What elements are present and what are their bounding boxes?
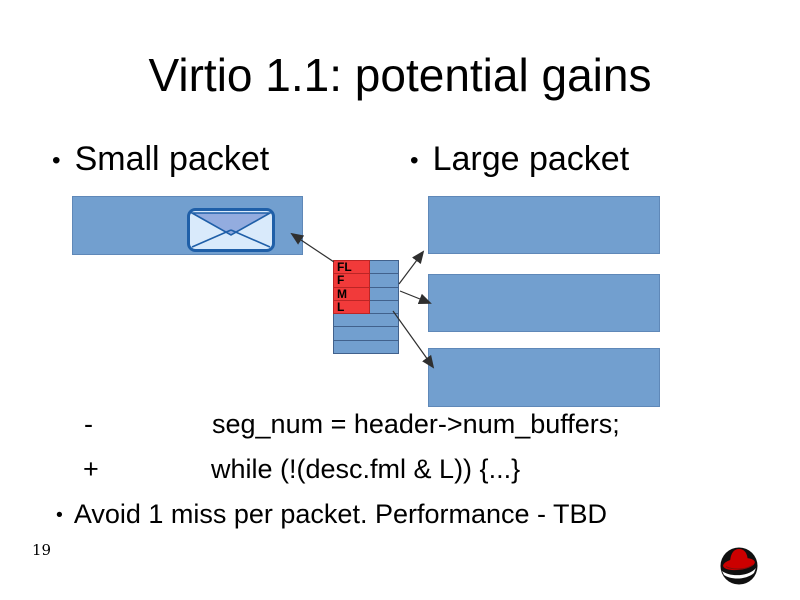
redhat-logo-icon bbox=[720, 547, 758, 589]
flag-row: L bbox=[334, 299, 369, 314]
bullet-conclusion-label: Avoid 1 miss per packet. Performance - T… bbox=[73, 499, 608, 529]
descriptor-row bbox=[334, 339, 398, 353]
diff-minus-sign: - bbox=[84, 409, 93, 439]
large-packet-buffer-box-1 bbox=[428, 196, 660, 254]
bullet-small-packet-label: Small packet bbox=[74, 140, 270, 178]
flag-label-fl: FL bbox=[337, 260, 352, 275]
flag-field-overlay: FL F M L bbox=[333, 260, 370, 314]
flag-row: M bbox=[334, 286, 369, 301]
bullet-large-packet-label: Large packet bbox=[432, 140, 630, 178]
flag-row: F bbox=[334, 273, 369, 286]
page-number: 19 bbox=[32, 541, 52, 559]
bullet-dot-icon: • bbox=[52, 147, 61, 174]
arrow-to-buffer-2 bbox=[399, 290, 432, 305]
flag-label-f: F bbox=[337, 273, 345, 288]
large-packet-buffer-box-3 bbox=[428, 348, 660, 407]
bullet-small-packet: • Small packet bbox=[52, 140, 270, 178]
envelope-icon bbox=[187, 208, 275, 252]
large-packet-buffer-box-2 bbox=[428, 274, 660, 332]
bullet-dot-icon: • bbox=[410, 147, 419, 174]
descriptor-row bbox=[334, 326, 398, 339]
code-text-added: while (!(desc.fml & L)) {...} bbox=[211, 454, 521, 484]
diff-plus-sign: + bbox=[83, 454, 99, 484]
bullet-conclusion: • Avoid 1 miss per packet. Performance -… bbox=[56, 499, 608, 530]
bullet-dot-icon: • bbox=[56, 504, 63, 526]
descriptor-row bbox=[334, 313, 398, 326]
flag-row: FL bbox=[334, 261, 369, 273]
bullet-large-packet: • Large packet bbox=[410, 140, 630, 178]
arrow-to-buffer-1 bbox=[398, 250, 425, 285]
arrow-to-buffer-3 bbox=[392, 310, 435, 369]
slide-title: Virtio 1.1: potential gains bbox=[148, 49, 652, 101]
flag-label-l: L bbox=[337, 299, 345, 314]
flag-label-m: M bbox=[337, 286, 347, 301]
code-text-removed: seg_num = header->num_buffers; bbox=[212, 409, 620, 439]
